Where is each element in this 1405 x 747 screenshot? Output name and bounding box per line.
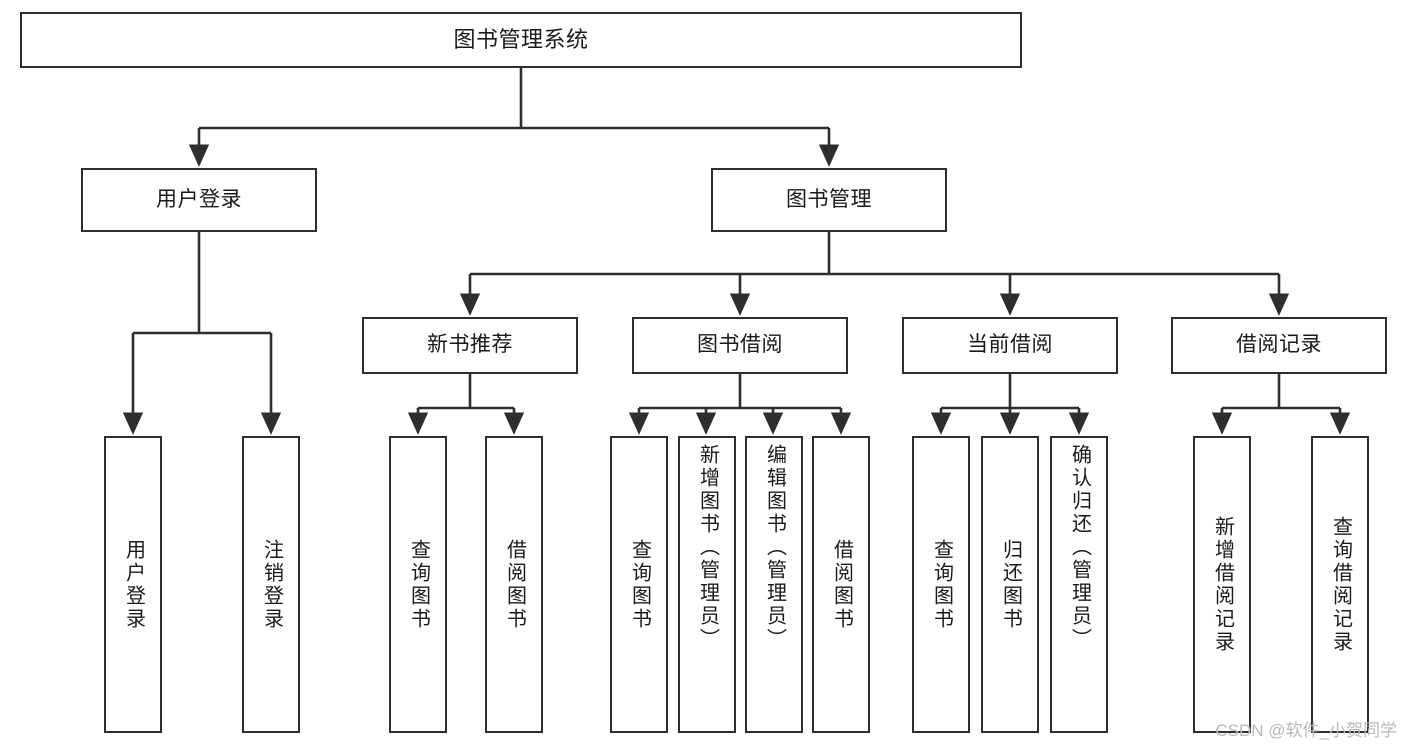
node-label: 编辑图书（管理员） bbox=[763, 444, 786, 651]
node-label: 当前借阅 bbox=[967, 333, 1053, 357]
node-borrow-record[interactable]: 借阅记录 bbox=[1171, 317, 1387, 374]
node-label: 新增图书（管理员） bbox=[696, 444, 719, 651]
leaf-query-borrow-record[interactable]: 查询借阅记录 bbox=[1311, 436, 1369, 733]
node-book-borrow[interactable]: 图书借阅 bbox=[632, 317, 848, 374]
leaf-confirm-return-admin[interactable]: 确认归还（管理员） bbox=[1050, 436, 1108, 733]
leaf-query-book-borrow[interactable]: 查询图书 bbox=[610, 436, 668, 733]
node-label: 用户登录 bbox=[156, 187, 242, 211]
node-label: 归还图书 bbox=[999, 538, 1022, 631]
leaf-query-book-current[interactable]: 查询图书 bbox=[912, 436, 970, 733]
node-label: 注销登录 bbox=[260, 538, 283, 631]
node-label: 图书借阅 bbox=[697, 333, 783, 357]
node-label: 新书推荐 bbox=[427, 333, 513, 357]
node-label: 用户登录 bbox=[122, 538, 145, 631]
node-label: 查询借阅记录 bbox=[1329, 515, 1352, 654]
leaf-add-borrow-record[interactable]: 新增借阅记录 bbox=[1193, 436, 1251, 733]
leaf-logout-login[interactable]: 注销登录 bbox=[242, 436, 300, 733]
node-current-borrow[interactable]: 当前借阅 bbox=[902, 317, 1118, 374]
leaf-edit-book-admin[interactable]: 编辑图书（管理员） bbox=[745, 436, 803, 733]
node-label: 查询图书 bbox=[930, 538, 953, 631]
node-label: 新增借阅记录 bbox=[1211, 515, 1234, 654]
node-label: 查询图书 bbox=[628, 538, 651, 631]
node-label: 确认归还（管理员） bbox=[1068, 444, 1091, 651]
node-label: 查询图书 bbox=[407, 538, 430, 631]
node-label: 借阅图书 bbox=[830, 538, 853, 631]
leaf-borrow-book-borrow[interactable]: 借阅图书 bbox=[812, 436, 870, 733]
leaf-query-book-new-recommendation[interactable]: 查询图书 bbox=[389, 436, 447, 733]
node-label: 借阅记录 bbox=[1236, 333, 1322, 357]
leaf-add-book-admin[interactable]: 新增图书（管理员） bbox=[678, 436, 736, 733]
watermark: CSDN @软件_小贺同学 bbox=[1215, 721, 1397, 740]
node-root-book-management-system[interactable]: 图书管理系统 bbox=[20, 12, 1022, 68]
node-label: 图书管理 bbox=[786, 187, 872, 211]
node-label: 借阅图书 bbox=[503, 538, 526, 631]
node-book-management[interactable]: 图书管理 bbox=[711, 168, 947, 232]
leaf-user-login[interactable]: 用户登录 bbox=[104, 436, 162, 733]
leaf-borrow-book-new-recommendation[interactable]: 借阅图书 bbox=[485, 436, 543, 733]
leaf-return-book[interactable]: 归还图书 bbox=[981, 436, 1039, 733]
node-user-login[interactable]: 用户登录 bbox=[81, 168, 317, 232]
node-label: 图书管理系统 bbox=[453, 27, 589, 53]
node-new-book-recommendation[interactable]: 新书推荐 bbox=[362, 317, 578, 374]
